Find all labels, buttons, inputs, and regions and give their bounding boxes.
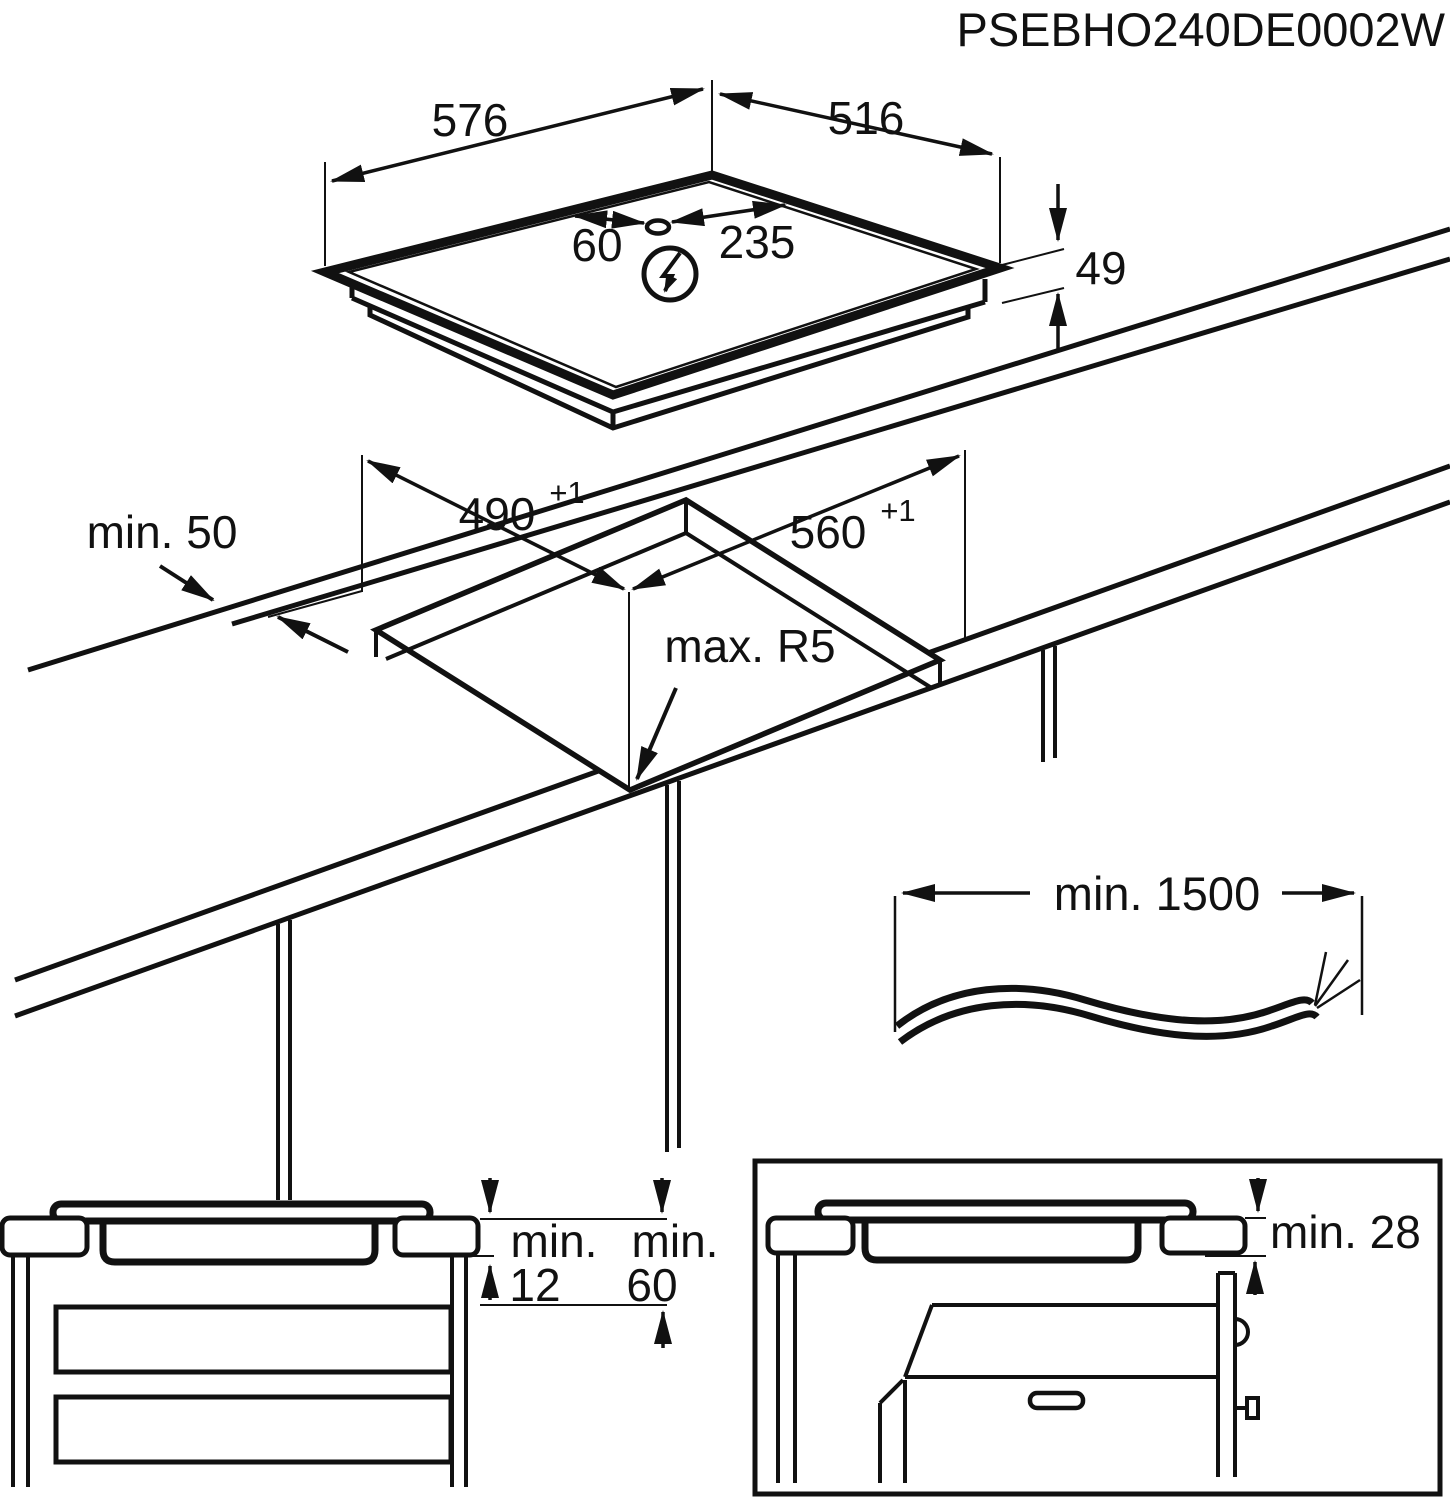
- dim-label-corner-radius: max. R5: [664, 620, 835, 672]
- dim-label-connection-offset: 60: [571, 219, 622, 271]
- section-view-oven: min. 28: [752, 1158, 1443, 1497]
- worktop-back-edge: [27, 226, 1450, 673]
- hob-body: [349, 279, 988, 431]
- dimension-hob-depth: 516: [718, 92, 1001, 263]
- cabinet-leg-right: [1041, 646, 1057, 762]
- dimension-hob-recess: min. 12: [468, 1178, 667, 1311]
- dim-label-clearance-value: 60: [626, 1259, 677, 1311]
- hob-isometric-view: 576 516 60 235: [310, 80, 1127, 431]
- hob-glass-section: [49, 1200, 434, 1225]
- dimension-worktop-thickness: min. 28: [1205, 1178, 1421, 1295]
- oven-drawer-handle: [1027, 1390, 1086, 1411]
- dim-label-hob-width: 576: [432, 94, 509, 146]
- dim-label-cutout-depth-tolerance: +1: [549, 475, 584, 510]
- worktop-left-block: [0, 1215, 90, 1258]
- worktop-right-block-right: [1159, 1215, 1248, 1256]
- dimension-hob-height: 49: [1001, 184, 1127, 350]
- cable-entry-oval-icon: [644, 218, 672, 236]
- cabinet-left-panel: [776, 1253, 797, 1483]
- dim-label-cutout-width: 560: [790, 506, 867, 558]
- dim-label-worktop-thickness: min. 28: [1270, 1206, 1421, 1258]
- dimension-corner-radius: max. R5: [635, 620, 836, 781]
- worktop-cutout-view: 490 +1 560 +1 min. 50 max. R5: [14, 226, 1450, 1200]
- section-frame: [752, 1158, 1443, 1497]
- dim-label-cutout-width-tolerance: +1: [880, 493, 915, 528]
- cabinet-leg-middle: [665, 781, 681, 1152]
- dim-label-connection-distance: 235: [719, 216, 796, 268]
- dim-label-min-word-right: min.: [632, 1215, 719, 1267]
- dim-label-cutout-depth: 490: [459, 488, 536, 540]
- screw-head-icon: [1245, 1396, 1260, 1420]
- dimension-rear-clearance: min. 50: [87, 506, 363, 654]
- cabinet-leg-left: [276, 920, 292, 1200]
- dimension-drawer-clearance: min. 60: [626, 1178, 718, 1348]
- oven-below: [878, 1303, 1218, 1483]
- dim-label-rear-clearance: min. 50: [87, 506, 238, 558]
- dimension-connection-offset: 60: [571, 210, 646, 271]
- cabinet-right-panel: [1216, 1271, 1260, 1477]
- hinge-knob-icon: [1234, 1317, 1250, 1347]
- cable-icon: [894, 951, 1361, 1045]
- drawer-front-upper: [53, 1304, 454, 1375]
- mains-cable-view: min. 1500: [893, 867, 1364, 1045]
- dimension-cutout-depth: 490 +1: [361, 455, 626, 592]
- drawer-front-lower: [53, 1394, 454, 1465]
- section-view-drawers: min. 12 min. 60: [0, 1178, 718, 1487]
- hob-body-tub: [99, 1222, 379, 1266]
- hob-glass-section-right: [814, 1199, 1197, 1224]
- worktop-right-block: [392, 1215, 481, 1258]
- dim-label-min-word-left: min.: [511, 1215, 598, 1267]
- dimension-connection-distance: 235: [670, 200, 796, 268]
- dimension-cutout-width: 560 +1: [631, 450, 966, 640]
- dim-label-hob-height: 49: [1075, 242, 1126, 294]
- dim-label-hob-depth: 516: [828, 92, 905, 144]
- worktop-front-edge-bottom: [14, 499, 1450, 1019]
- dim-label-recess-value: 12: [509, 1259, 560, 1311]
- power-connection-icon: [641, 245, 699, 303]
- dim-label-cable-length: min. 1500: [1054, 867, 1260, 920]
- worktop-left-block-right: [765, 1215, 856, 1256]
- hob-body-tub-right: [861, 1222, 1142, 1264]
- product-code: PSEBHO240DE0002W: [956, 3, 1445, 56]
- dimension-hob-width: 576: [324, 80, 713, 266]
